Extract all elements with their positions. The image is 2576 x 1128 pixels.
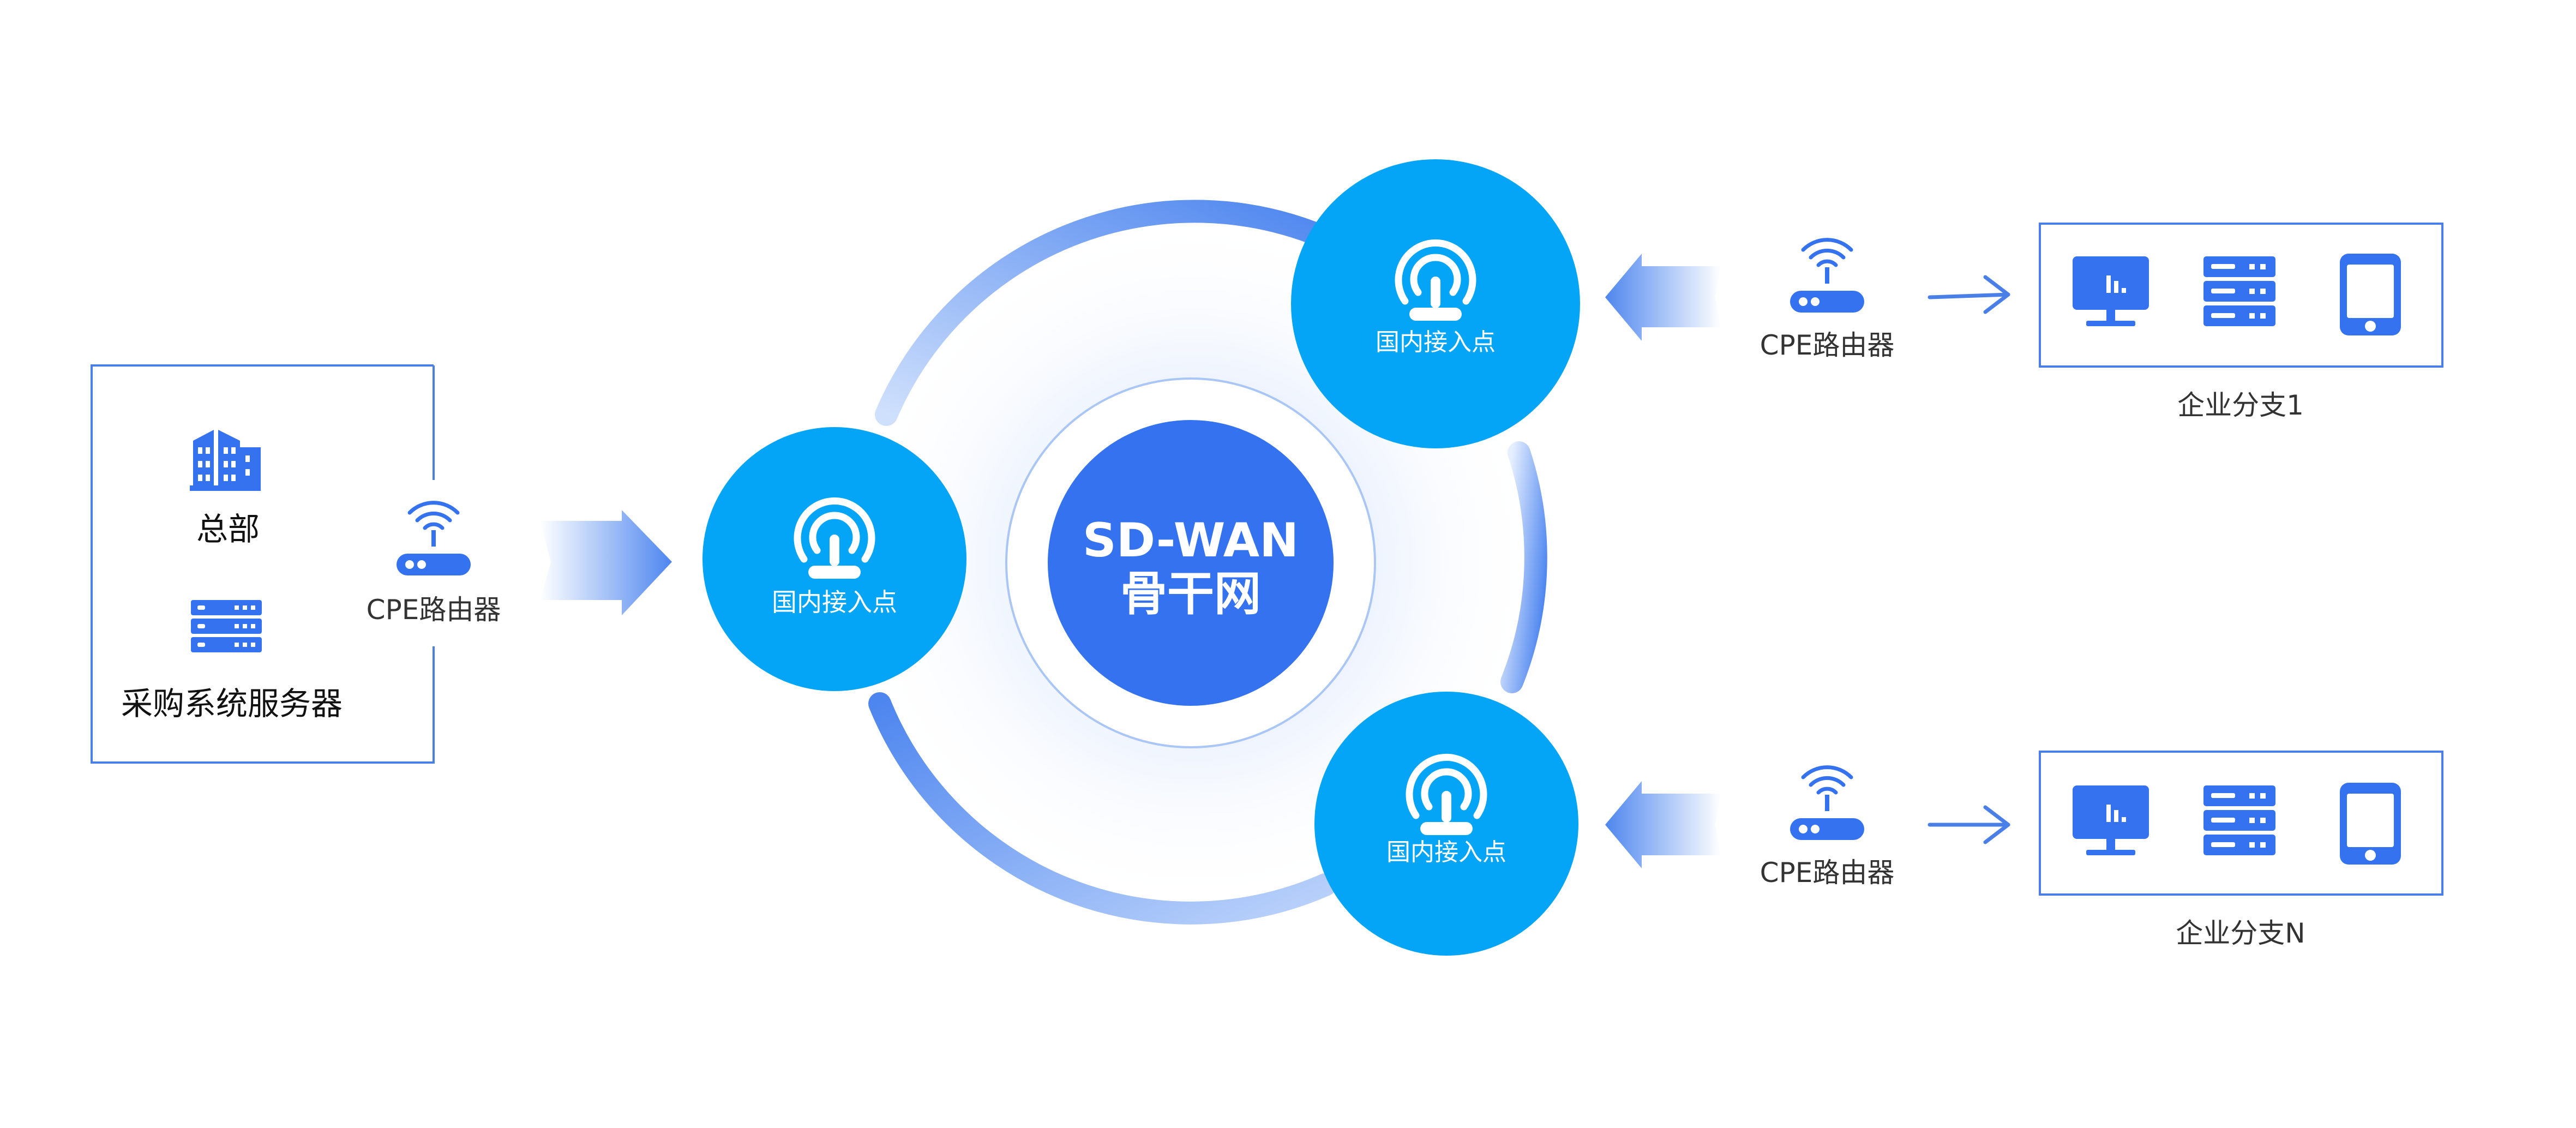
building-icon [190, 430, 261, 491]
access-point-icon [1395, 239, 1476, 321]
server-icon [2203, 785, 2275, 855]
access-point-top: 国内接入点 [1291, 159, 1580, 448]
server-label: 采购系统服务器 [121, 685, 343, 722]
branch-1-panel [2039, 223, 2443, 368]
arrow-right-icon [1928, 805, 2010, 844]
hq-title: 总部 [196, 511, 260, 548]
core-title: SD-WAN [1083, 513, 1299, 568]
cpe-label-hq: CPE路由器 [367, 594, 501, 626]
server-icon [2203, 256, 2275, 326]
phone-icon [2340, 254, 2401, 335]
branch-n-panel [2039, 751, 2443, 896]
core-subtitle: 骨干网 [1120, 567, 1261, 621]
access-point-bottom: 国内接入点 [1314, 692, 1578, 956]
monitor-icon [2073, 256, 2149, 326]
arrow-left-icon [1605, 254, 1721, 341]
access-point-label: 国内接入点 [772, 587, 897, 617]
sdwan-core: SD-WAN 骨干网 [1005, 377, 1376, 748]
access-point-left: 国内接入点 [702, 427, 966, 691]
server-icon [191, 600, 262, 652]
access-point-label: 国内接入点 [1386, 838, 1506, 866]
access-point-label: 国内接入点 [1376, 328, 1496, 356]
monitor-icon [2073, 785, 2149, 855]
cpe-label-branch-n: CPE路由器 [1760, 857, 1895, 889]
arrow-right-icon [1928, 275, 2010, 314]
phone-icon [2340, 783, 2401, 865]
branch-n-label: 企业分支N [2176, 917, 2305, 949]
ring-arc-right [1500, 441, 1547, 693]
router-wifi-icon [1790, 238, 1864, 313]
ring-arc-bottom [868, 692, 1337, 925]
arrow-left-icon [1605, 781, 1721, 868]
branch-1-label: 企业分支1 [2177, 389, 2304, 421]
arrow-right-icon [540, 510, 672, 615]
router-wifi-icon [1790, 765, 1864, 840]
access-point-icon [1406, 753, 1487, 835]
headquarters-panel: 总部 采购系统服务器 CPE路由器 [91, 364, 501, 764]
cpe-label-branch-1: CPE路由器 [1760, 329, 1895, 361]
access-point-icon [794, 497, 875, 579]
router-wifi-icon [397, 501, 471, 575]
ring-arc-top [875, 200, 1337, 426]
